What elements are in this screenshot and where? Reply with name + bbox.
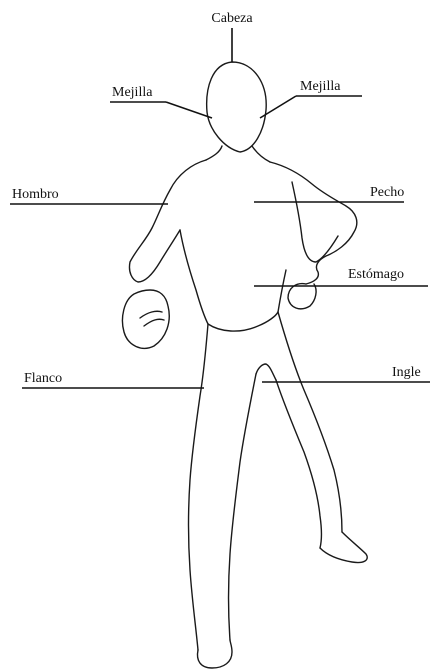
label-cheek-right: Mejilla: [300, 79, 341, 94]
figure-left-torso: [180, 230, 208, 324]
figure-left-inner-leg: [229, 374, 257, 640]
figure-left-foot: [198, 640, 232, 668]
label-cheek-left: Mejilla: [112, 85, 153, 100]
leader-lines: [10, 28, 430, 388]
figure-neck: [206, 146, 270, 162]
label-head: Cabeza: [211, 11, 253, 26]
part-labels: Cabeza Mejilla Mejilla Hombro Pecho Estó…: [12, 11, 421, 386]
figure-head: [207, 62, 267, 152]
figure-jacket-hem: [208, 312, 278, 331]
leader-cheek-left-diag: [166, 102, 212, 118]
label-stomach: Estómago: [348, 267, 404, 282]
figure-left-arm: [129, 160, 206, 282]
figure-left-leg: [189, 324, 209, 650]
figure-right-leg: [278, 312, 342, 532]
label-groin: Ingle: [392, 365, 421, 380]
figure-right-inner-leg: [276, 380, 322, 548]
label-flank: Flanco: [24, 371, 62, 386]
fencer-figure: [122, 62, 367, 668]
figure-right-torso: [278, 270, 286, 312]
figure-right-foot: [320, 532, 367, 563]
figure-right-arm: [270, 162, 357, 284]
label-chest: Pecho: [370, 185, 404, 200]
figure-right-inner-arm: [292, 182, 338, 262]
figure-left-hand: [122, 290, 169, 348]
figure-crotch: [256, 364, 276, 380]
label-shoulder: Hombro: [12, 187, 59, 202]
figure-right-hand: [288, 284, 316, 309]
